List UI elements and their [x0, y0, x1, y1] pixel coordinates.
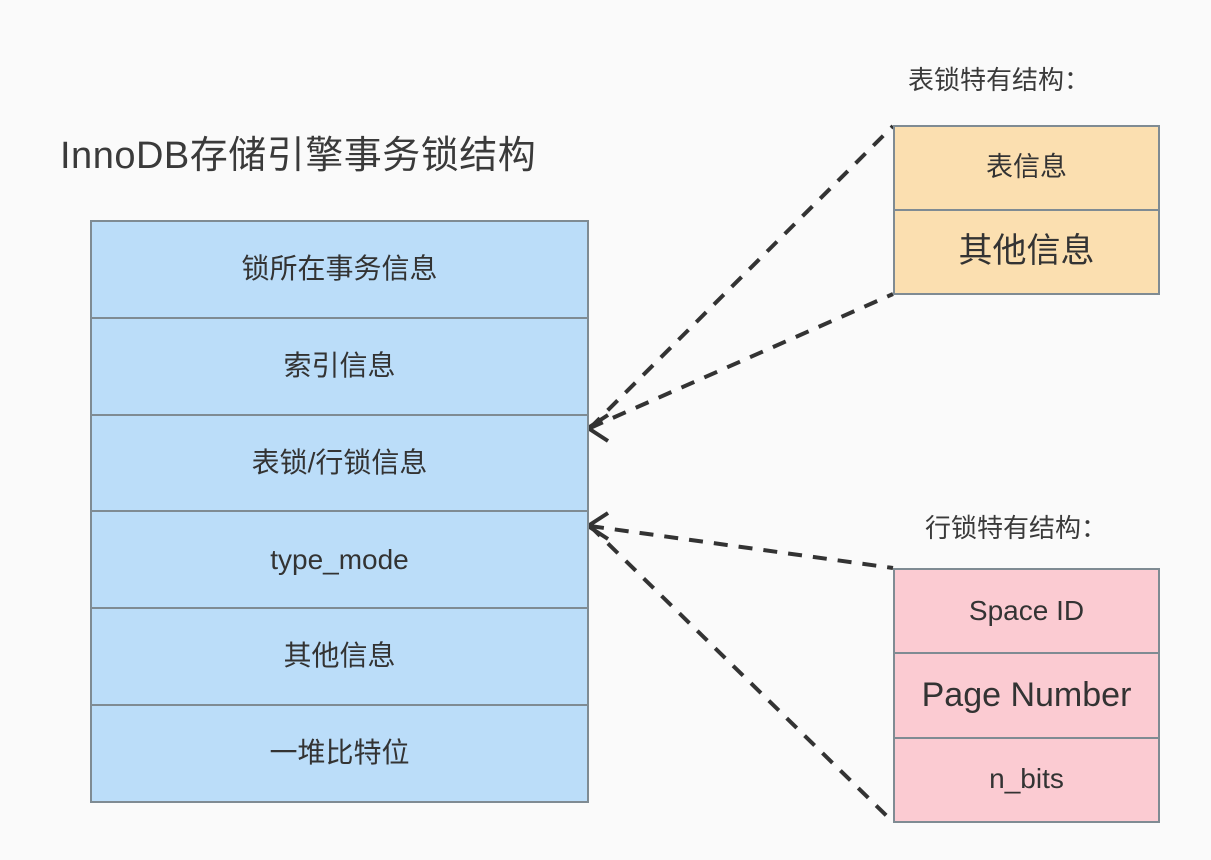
arrowhead-lower	[584, 511, 610, 541]
table-lock-caption: 表锁特有结构：	[908, 65, 1091, 95]
row-lock-row-page-number: Page Number	[895, 654, 1158, 739]
lock-structure-row-table-or-row-lock-info: 表锁/行锁信息	[92, 415, 587, 513]
connector-lock-to-row-top	[589, 524, 894, 570]
lock-structure-row-type-mode: type_mode	[92, 512, 587, 610]
connector-lock-to-table-bottom	[589, 292, 894, 430]
page-title: InnoDB存储引擎事务锁结构	[60, 135, 537, 177]
lock-structure-row-other-info: 其他信息	[92, 609, 587, 707]
row-lock-row-space-id: Space ID	[895, 570, 1158, 655]
table-lock-row-table-info: 表信息	[895, 127, 1158, 211]
table-lock-row-other-info: 其他信息	[895, 211, 1158, 293]
arrowhead-upper	[584, 413, 610, 443]
row-lock-structure-table: Space ID Page Number n_bits	[893, 568, 1160, 823]
lock-structure-row-index-info: 索引信息	[92, 318, 587, 416]
lock-structure-row-bitmap: 一堆比特位	[92, 706, 587, 801]
row-lock-caption: 行锁特有结构：	[925, 513, 1108, 543]
lock-structure-row-transaction-info: 锁所在事务信息	[92, 222, 587, 319]
connector-lock-to-row-bottom	[588, 524, 895, 824]
table-lock-structure-table: 表信息 其他信息	[893, 125, 1160, 295]
row-lock-row-n-bits: n_bits	[895, 738, 1158, 821]
lock-structure-table: 锁所在事务信息 索引信息 表锁/行锁信息 type_mode 其他信息 一堆比特…	[90, 220, 589, 803]
connector-lock-to-table-top	[588, 124, 895, 430]
